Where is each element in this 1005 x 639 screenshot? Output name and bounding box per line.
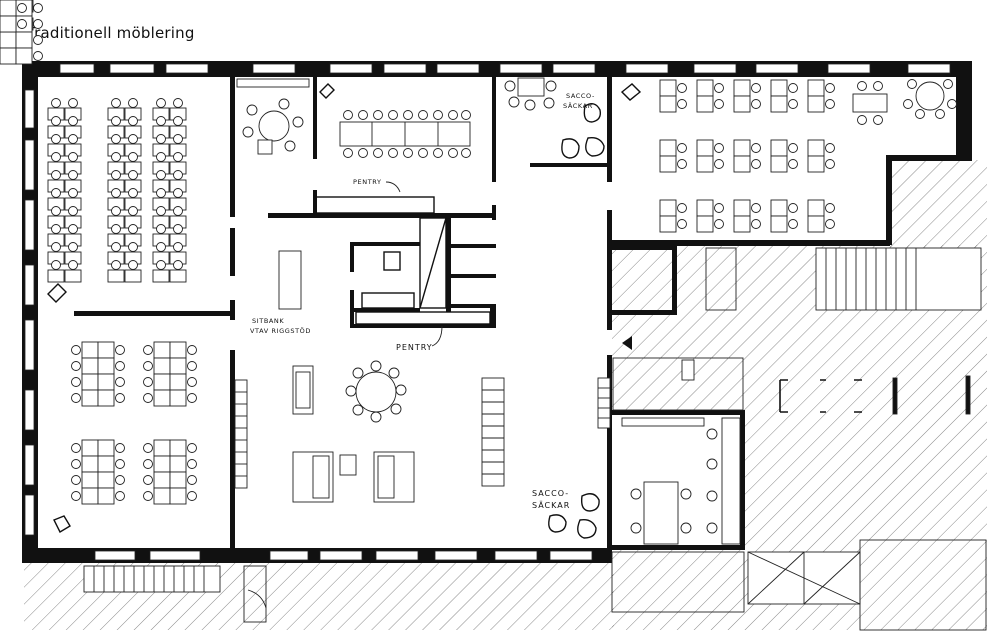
outer-walls [22,61,972,563]
svg-text:SACCO-: SACCO- [532,489,569,498]
svg-text:SÄCKAR: SÄCKAR [563,101,593,110]
sacco-bottom-label: SACCO- SÄCKAR [532,489,570,510]
interior-walls [74,77,745,550]
svg-text:SÄCKAR: SÄCKAR [532,500,570,510]
stairs-and-structures [83,247,987,631]
svg-text:PENTRY: PENTRY [353,178,382,186]
svg-text:SACCO-: SACCO- [566,92,595,100]
beanbags-bottom [548,493,600,539]
pentry-top-label: PENTRY [353,178,401,193]
svg-text:PENTRY: PENTRY [396,343,433,352]
pentry-center-label: PENTRY [396,325,443,352]
entrance-arrow-icon [622,336,632,350]
sacco-top-label: SACCO- SÄCKAR [563,92,595,110]
round-table-small-room [236,78,310,155]
desk-rows-right-top [0,0,957,233]
lounge-central [234,250,505,503]
plant-icons [47,83,642,533]
svg-text:SITBANK: SITBANK [252,317,284,325]
svg-text:VTAV RIGGSTÖD: VTAV RIGGSTÖD [250,326,311,335]
pentry-shaft [315,196,491,325]
beanbags-top [561,103,605,159]
long-meeting-table [339,110,471,158]
meeting-room-bottom-right [621,417,741,545]
small-table-top [504,77,557,111]
sitbank-label: SITBANK VTAV RIGGSTÖD [250,317,311,335]
plan-title: Traditionell möblering [27,24,195,42]
